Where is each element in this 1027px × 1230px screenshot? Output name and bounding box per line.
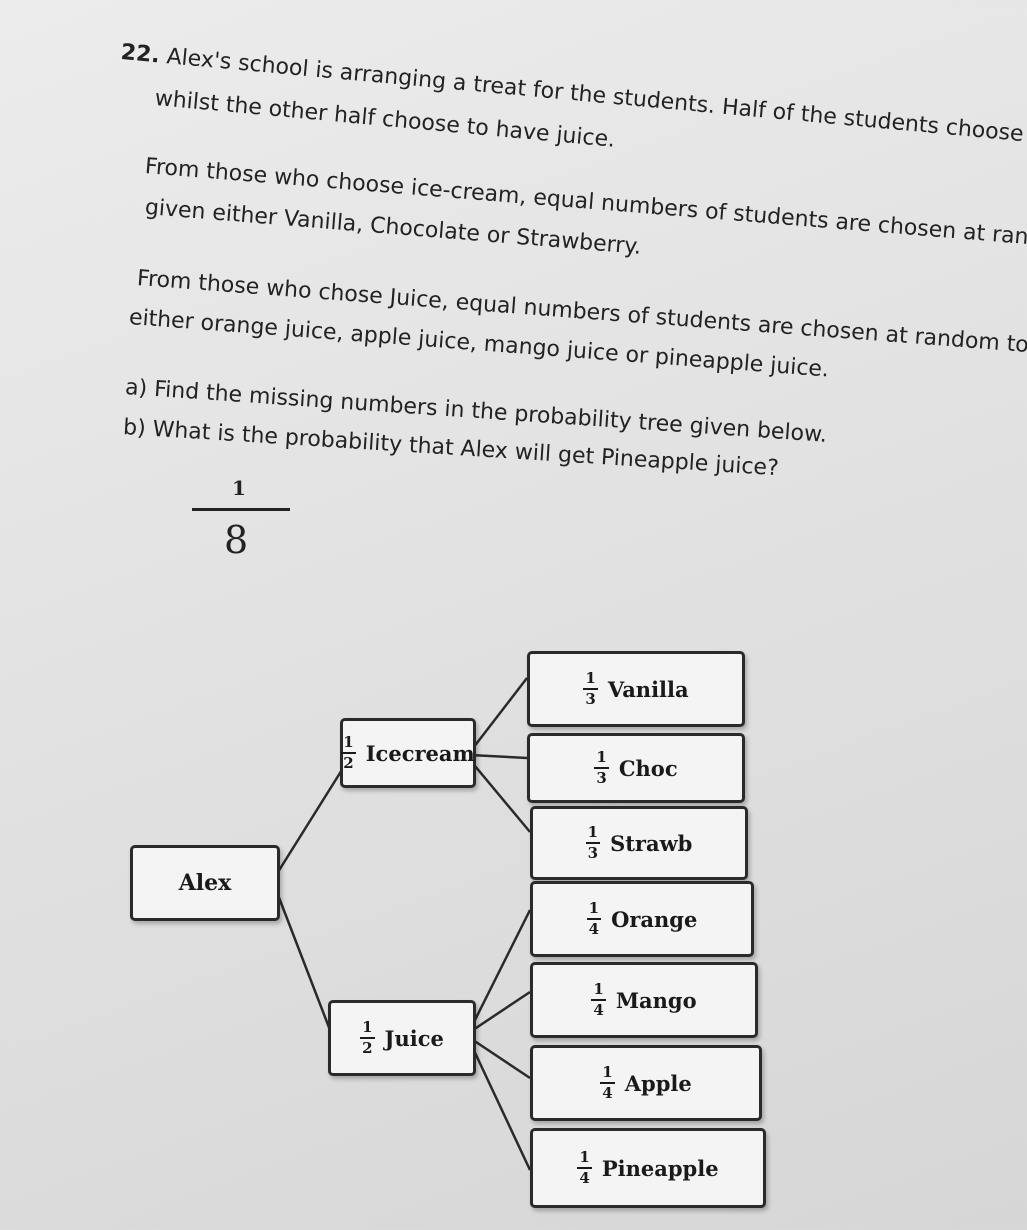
tree-node-juice: 1 2 Juice: [328, 1000, 476, 1076]
pineapple-probability: 1 4: [577, 1150, 592, 1187]
apple-prob-numerator: 1: [600, 1065, 615, 1084]
orange-label: Orange: [611, 906, 698, 932]
tree-node-mango: 1 4 Mango: [530, 962, 758, 1038]
tree-node-apple: 1 4 Apple: [530, 1045, 762, 1121]
branch-alex-juice: [276, 894, 332, 1031]
handwritten-fraction-bar: [192, 508, 290, 511]
tree-node-orange: 1 4 Orange: [530, 881, 754, 957]
icecream-label: Icecream: [365, 740, 475, 766]
choc-prob-numerator: 1: [594, 750, 609, 769]
juice-probability: 1 2: [360, 1020, 375, 1057]
branch-juice-pineapple: [468, 1041, 532, 1171]
handwritten-numerator: 1: [232, 476, 246, 500]
pineapple-prob-denominator: 4: [579, 1169, 590, 1187]
mango-prob-numerator: 1: [591, 982, 606, 1001]
icecream-prob-numerator: 1: [341, 735, 356, 754]
icecream-prob-denominator: 2: [343, 754, 354, 772]
juice-prob-denominator: 2: [362, 1039, 373, 1057]
tree-node-vanilla: 1 3 Vanilla: [527, 651, 745, 727]
branch-alex-icecream: [276, 764, 347, 873]
choc-probability: 1 3: [594, 750, 609, 787]
strawb-prob-numerator: 1: [585, 825, 601, 844]
strawb-label: Strawb: [610, 830, 693, 856]
branch-juice-apple: [469, 1036, 531, 1080]
tree-node-choc: 1 3 Choc: [527, 733, 745, 803]
vanilla-prob-denominator: 3: [585, 690, 596, 708]
vanilla-probability: 1 3: [583, 671, 598, 708]
choc-prob-denominator: 3: [596, 769, 607, 787]
tree-node-alex: Alex: [130, 845, 280, 921]
strawb-prob-denominator: 3: [587, 844, 599, 862]
mango-label: Mango: [615, 987, 697, 1013]
tree-node-icecream: 1 2 Icecream: [340, 718, 476, 788]
vanilla-prob-numerator: 1: [583, 671, 598, 690]
apple-prob-denominator: 4: [602, 1084, 613, 1102]
handwritten-denominator: 8: [224, 518, 249, 562]
branch-juice-orange: [468, 909, 532, 1031]
orange-prob-numerator: 1: [586, 901, 602, 920]
strawb-probability: 1 3: [585, 825, 601, 862]
orange-probability: 1 4: [586, 901, 602, 938]
branch-icecream-vanilla: [469, 677, 528, 753]
choc-label: Choc: [618, 755, 678, 781]
tree-node-pineapple: 1 4 Pineapple: [530, 1128, 766, 1208]
orange-prob-denominator: 4: [588, 920, 600, 938]
juice-label: Juice: [384, 1025, 444, 1051]
icecream-probability: 1 2: [341, 735, 356, 772]
vanilla-label: Vanilla: [607, 676, 689, 702]
branch-juice-mango: [469, 990, 531, 1034]
mango-prob-denominator: 4: [593, 1001, 604, 1019]
apple-label: Apple: [624, 1070, 692, 1096]
branch-icecream-choc: [469, 753, 528, 760]
pineapple-prob-numerator: 1: [577, 1150, 592, 1169]
tree-node-alex-label: Alex: [178, 870, 232, 896]
apple-probability: 1 4: [600, 1065, 615, 1102]
mango-probability: 1 4: [591, 982, 606, 1019]
pineapple-label: Pineapple: [601, 1155, 719, 1181]
juice-prob-numerator: 1: [360, 1020, 375, 1039]
tree-node-strawb: 1 3 Strawb: [530, 806, 748, 880]
branch-icecream-strawb: [469, 759, 531, 833]
